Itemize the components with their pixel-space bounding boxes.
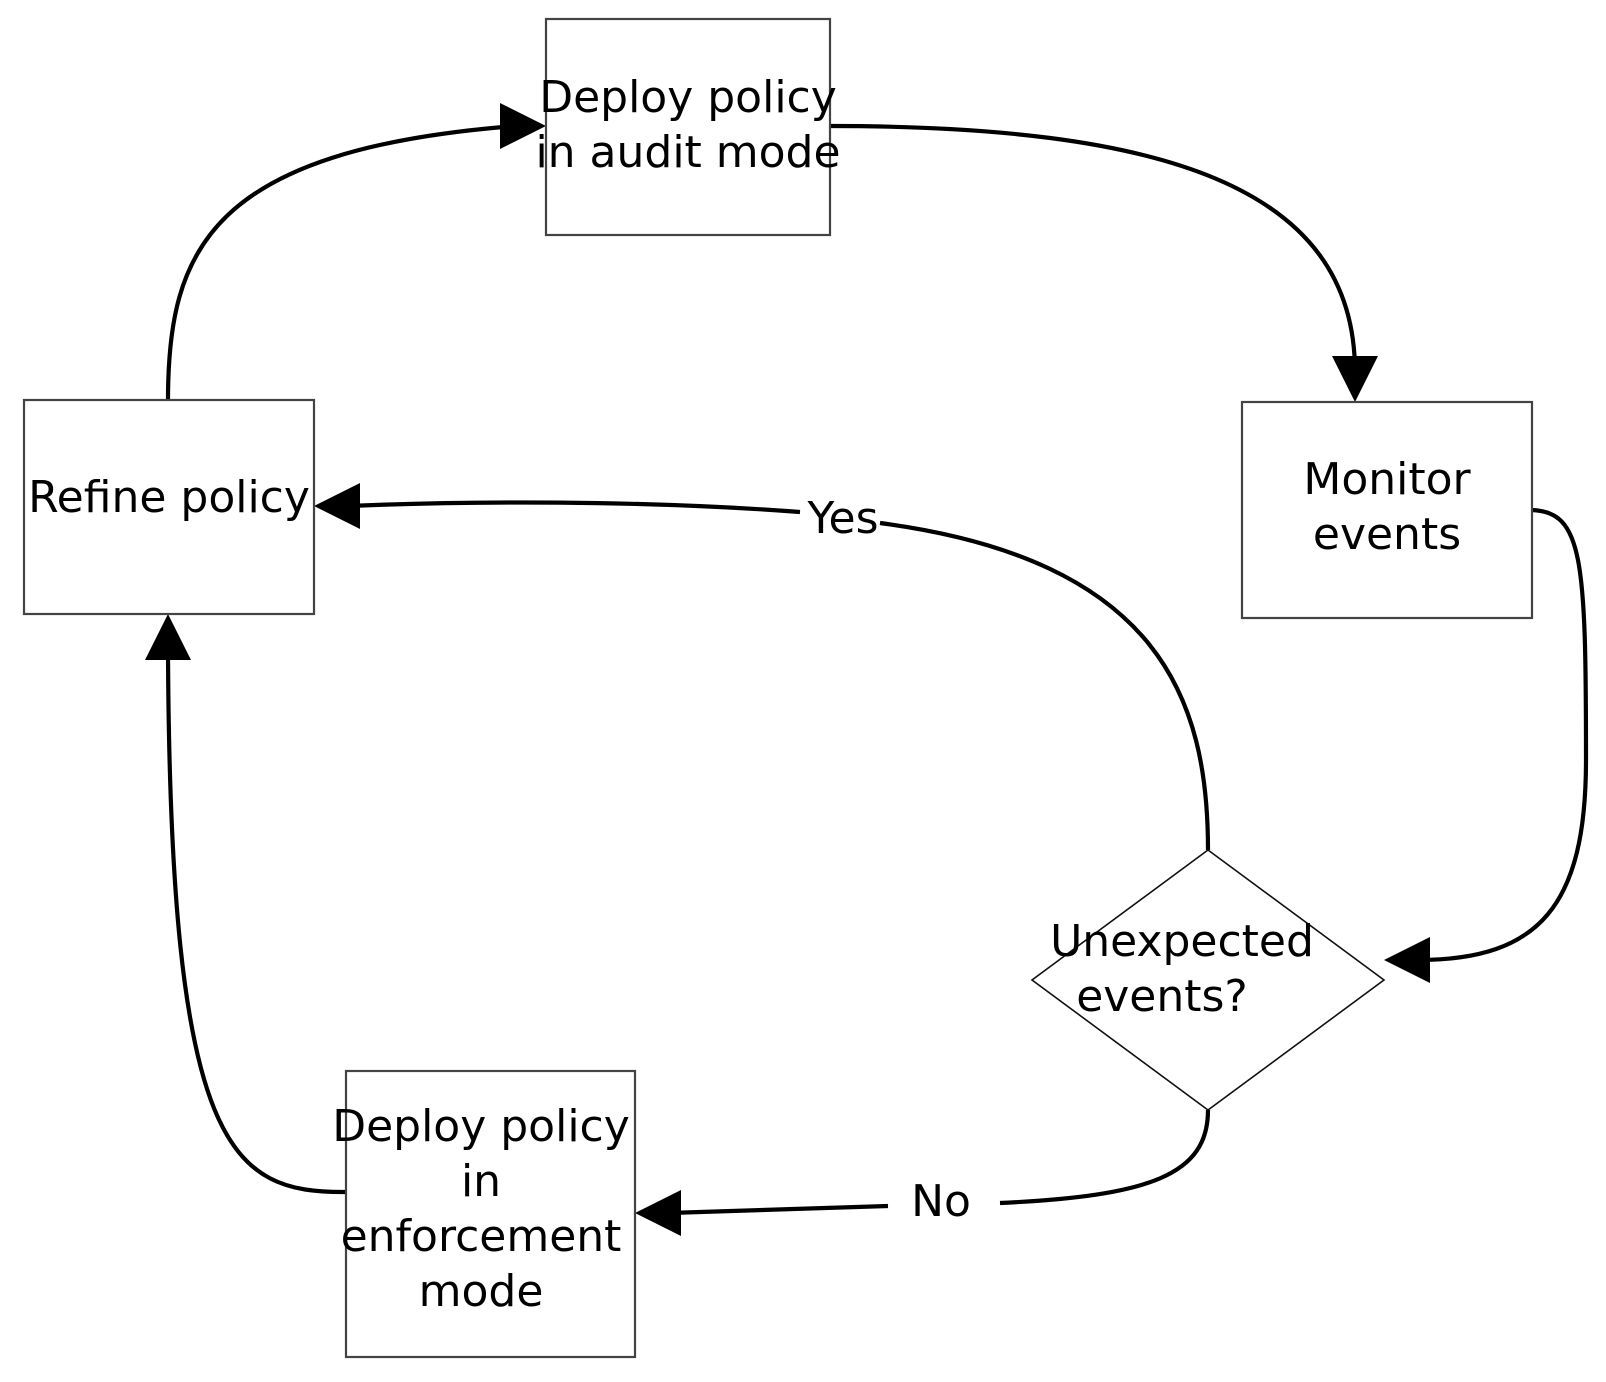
node-monitor-events-shape[interactable] — [1240, 400, 1534, 620]
edge-decision-no-to-enforcement: No — [635, 1109, 1211, 1236]
edge-refine-to-audit-path — [165, 123, 516, 401]
node-deploy-policy-audit-mode-line-2: in audit mode — [535, 127, 840, 178]
edge-audit-to-monitor-arrowhead — [1332, 356, 1378, 402]
node-unexpected-events-decision-shape[interactable] — [1030, 849, 1386, 1111]
edge-monitor-to-decision-path — [1417, 507, 1589, 963]
node-deploy-policy-enforcement-mode-line-3: enforcement — [341, 1211, 622, 1262]
node-deploy-policy-audit-mode-shape[interactable] — [544, 17, 832, 237]
edge-label-no: No — [911, 1176, 971, 1227]
edge-decision-no-to-enforcement-arrowhead — [635, 1190, 681, 1236]
node-monitor-events[interactable]: Monitor events — [1240, 400, 1534, 620]
node-deploy-policy-enforcement-mode-line-2: in — [461, 1156, 501, 1207]
node-monitor-events-line-2: events — [1313, 509, 1461, 560]
edge-audit-to-monitor — [829, 123, 1378, 402]
edge-decision-yes-to-refine-arrowhead — [314, 483, 360, 529]
node-unexpected-events-decision[interactable]: Unexpected events? — [1030, 849, 1386, 1111]
node-monitor-events-line-1: Monitor — [1303, 454, 1471, 505]
node-refine-policy-line-1: Refine policy — [28, 472, 310, 523]
edge-refine-to-audit-arrowhead — [500, 103, 546, 149]
node-refine-policy[interactable]: Refine policy — [22, 398, 316, 616]
edge-decision-yes-to-refine-path-right — [879, 520, 1211, 851]
node-deploy-policy-audit-mode[interactable]: Deploy policy in audit mode — [535, 17, 841, 237]
edge-decision-yes-to-refine: Yes — [314, 483, 1211, 851]
node-deploy-policy-audit-mode-line-1: Deploy policy — [539, 72, 837, 123]
edge-enforcement-to-refine-arrowhead — [145, 614, 191, 660]
edge-monitor-to-decision-arrowhead — [1384, 937, 1430, 983]
edge-decision-no-to-enforcement-path-right — [999, 1109, 1211, 1206]
node-deploy-policy-enforcement-mode-line-4: mode — [419, 1266, 544, 1317]
edge-label-yes: Yes — [806, 493, 878, 544]
node-refine-policy-shape[interactable] — [22, 398, 316, 616]
edge-enforcement-to-refine — [145, 614, 347, 1195]
edge-audit-to-monitor-path — [829, 123, 1358, 373]
edge-decision-yes-to-refine-path-left — [347, 500, 801, 515]
edge-decision-no-to-enforcement-path-left — [668, 1203, 889, 1216]
edge-enforcement-to-refine-path — [165, 649, 347, 1195]
node-deploy-policy-enforcement-mode-shape[interactable] — [344, 1069, 637, 1359]
node-unexpected-events-decision-line-1: Unexpected — [1050, 916, 1314, 967]
node-deploy-policy-enforcement-mode-line-1: Deploy policy — [332, 1101, 630, 1152]
edge-refine-to-audit — [165, 103, 546, 401]
node-unexpected-events-decision-line-2: events? — [1076, 971, 1248, 1022]
node-deploy-policy-enforcement-mode[interactable]: Deploy policy in enforcement mode — [332, 1069, 637, 1359]
edge-monitor-to-decision — [1384, 507, 1589, 983]
